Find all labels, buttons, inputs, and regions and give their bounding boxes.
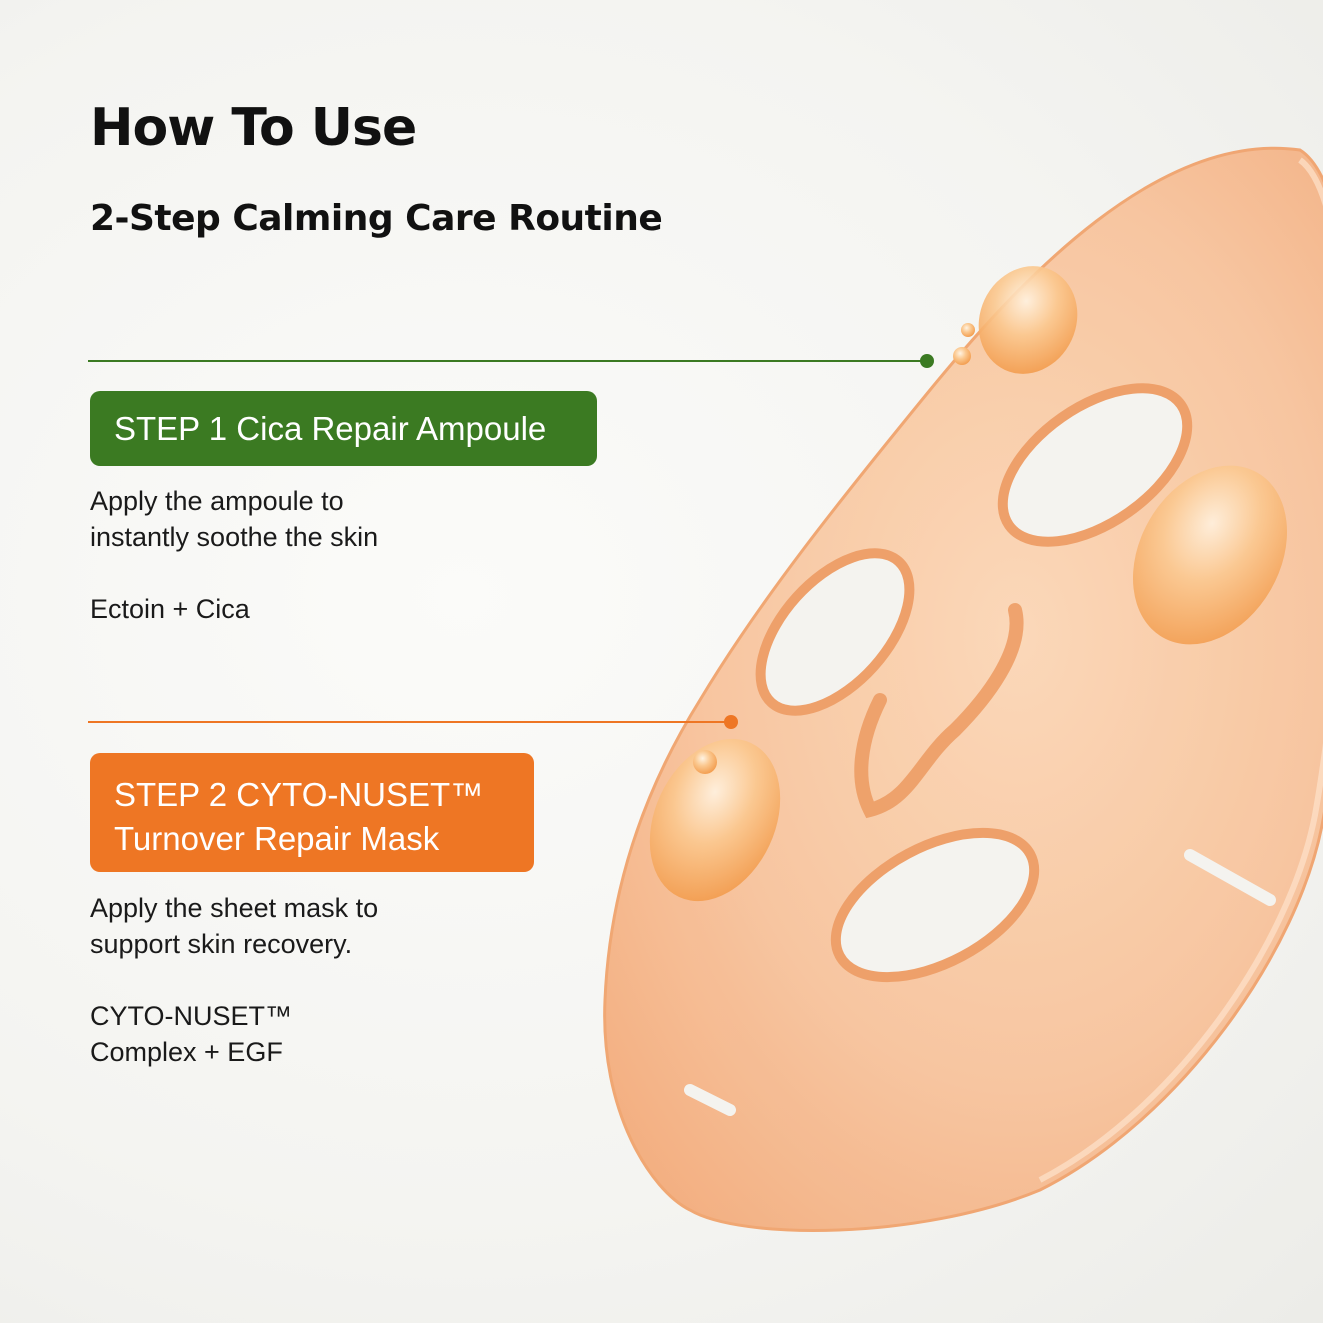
mask-side-slits xyxy=(684,849,1276,1116)
step-1-leader-dot xyxy=(920,354,934,368)
step-1-description: Apply the ampoule to instantly soothe th… xyxy=(90,483,378,555)
mask-eye-holes xyxy=(755,383,1193,716)
step-2-leader-line xyxy=(88,715,738,729)
step-2-title-line-1: STEP 2 CYTO-NUSET™ xyxy=(114,776,484,813)
mask-nose-cutout xyxy=(854,603,1024,819)
step-2-ingredients-line-1: CYTO-NUSET™ xyxy=(90,1001,293,1031)
step-1-title: STEP 1 Cica Repair Ampoule xyxy=(114,410,547,447)
step-2-description-line-1: Apply the sheet mask to xyxy=(90,893,379,923)
step-1-leader-line xyxy=(88,354,934,368)
page-subtitle: 2-Step Calming Care Routine xyxy=(90,198,663,239)
step-2-description: Apply the sheet mask to support skin rec… xyxy=(90,890,378,962)
step-2-ingredients: CYTO-NUSET™ Complex + EGF xyxy=(90,998,292,1070)
step-2-badge: STEP 2 CYTO-NUSET™ Turnover Repair Mask xyxy=(90,753,534,872)
step-2-leader-dot xyxy=(724,715,738,729)
step-1-ingredients: Ectoin + Cica xyxy=(90,591,250,627)
step-1-badge: STEP 1 Cica Repair Ampoule xyxy=(90,391,597,466)
page-title: How To Use xyxy=(90,98,417,158)
step-1-ingredients-line-1: Ectoin + Cica xyxy=(90,594,250,624)
step-1-description-line-1: Apply the ampoule to xyxy=(90,486,344,516)
mask-body xyxy=(603,146,1323,1232)
step-2-ingredients-line-2: Complex + EGF xyxy=(90,1037,283,1067)
step-2-description-line-2: support skin recovery. xyxy=(90,929,353,959)
step-1-description-line-2: instantly soothe the skin xyxy=(90,522,379,552)
step-2-title-line-2: Turnover Repair Mask xyxy=(114,820,440,857)
gel-drops xyxy=(649,266,1288,902)
mask-mouth-hole xyxy=(830,827,1040,983)
